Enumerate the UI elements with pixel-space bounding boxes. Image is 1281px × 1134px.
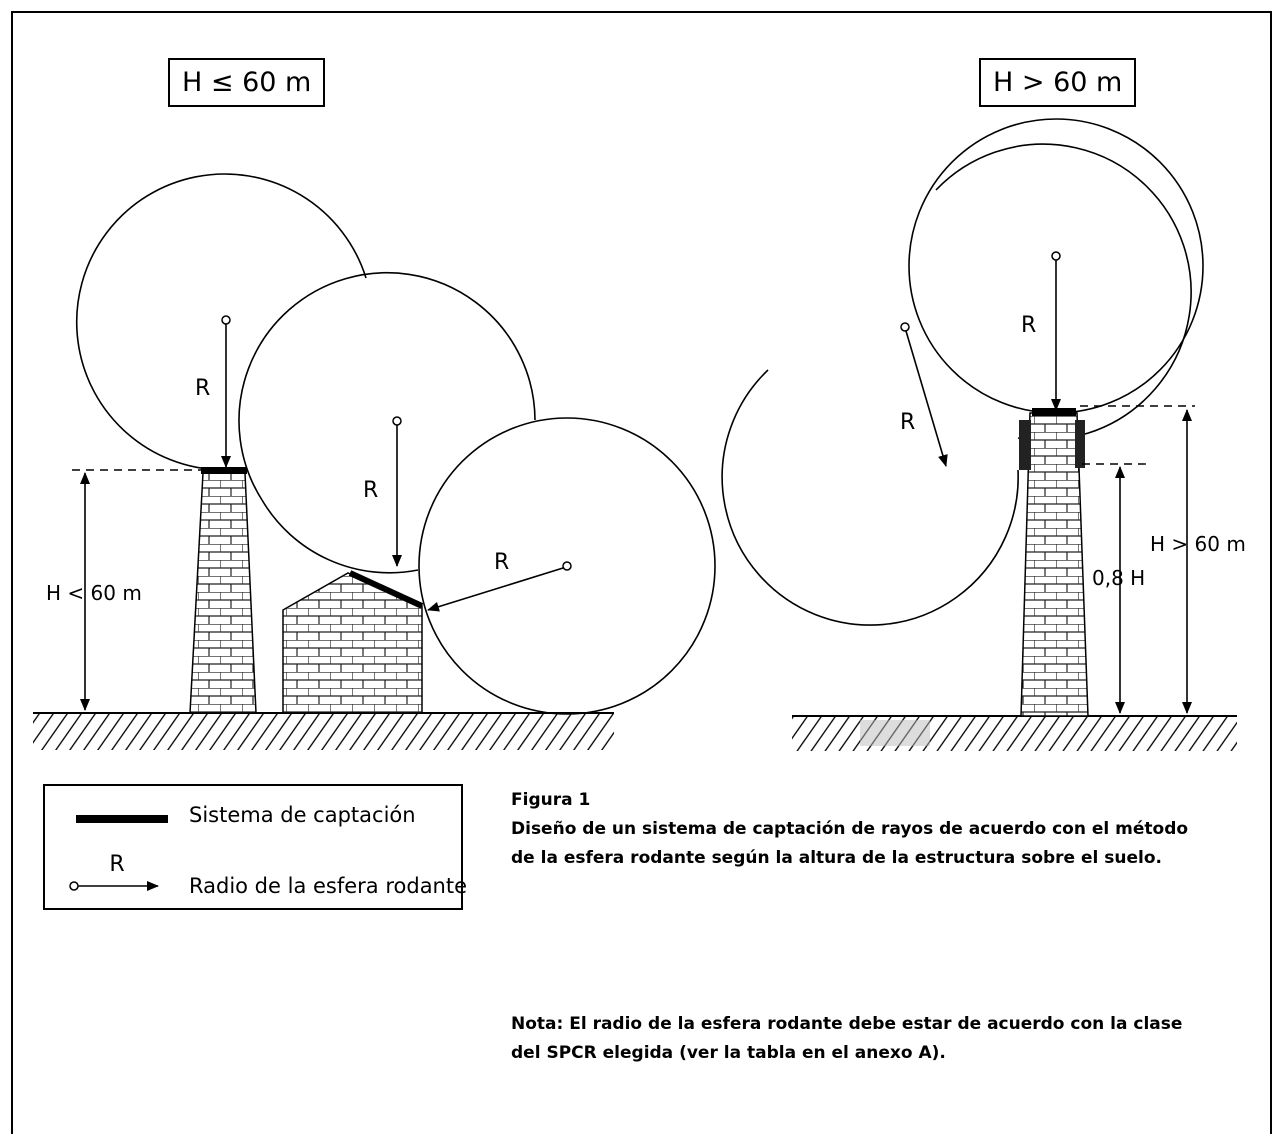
legend [43, 784, 463, 910]
ground-right [792, 715, 1237, 751]
air-termination-roof [348, 570, 424, 609]
air-termination-side-right [1075, 420, 1085, 468]
height-label: H < 60 m [46, 581, 142, 605]
rolling-sphere-2 [238, 271, 536, 574]
legend-symbols: R [69, 815, 168, 891]
chimney-right [1019, 408, 1089, 717]
rolling-sphere-1 [75, 173, 367, 471]
right-panel-title: H > 60 m [979, 58, 1137, 107]
left-panel-title: H ≤ 60 m [168, 58, 326, 107]
air-termination-side-left [1019, 420, 1031, 470]
radius-label: R [1021, 313, 1036, 338]
house [282, 570, 424, 714]
height-dimension-left [72, 469, 204, 711]
air-termination-chimney [201, 467, 247, 474]
rolling-sphere-3 [418, 417, 716, 715]
ground-left [33, 712, 614, 750]
chimney-left [189, 467, 257, 714]
air-termination-top [1032, 408, 1076, 416]
right-panel: R R 0,8 H H > 60 m [721, 118, 1246, 751]
legend-air-termination-label: Sistema de captación [189, 803, 416, 827]
note-line-2: del SPCR elegida (ver la tabla en el ane… [511, 1043, 946, 1063]
air-termination-symbol [76, 815, 168, 823]
caption-line-2: de la esfera rodante según la altura de … [511, 848, 1162, 868]
caption-line-1: Diseño de un sistema de captación de ray… [511, 819, 1189, 839]
outer-height-label: H > 60 m [1150, 532, 1246, 556]
legend-radius-label: Radio de la esfera rodante [189, 874, 468, 898]
rolling-sphere-middle [900, 143, 1192, 467]
rolling-sphere-top [908, 118, 1204, 414]
figure-label: Figura 1 [511, 790, 591, 810]
rolling-sphere-back [721, 369, 1019, 626]
legend-arrow-label: R [109, 852, 124, 877]
figure-frame [11, 11, 1272, 1134]
radius-label: R [363, 478, 378, 503]
note-line-1: Nota: El radio de la esfera rodante debe… [511, 1014, 1183, 1034]
left-panel: R R R H < 60 m [33, 173, 716, 750]
inner-height-label: 0,8 H [1092, 566, 1145, 590]
height-dimensions-right [1080, 405, 1195, 714]
radius-label: R [195, 376, 210, 401]
radius-label: R [900, 410, 915, 435]
radius-label: R [494, 550, 509, 575]
